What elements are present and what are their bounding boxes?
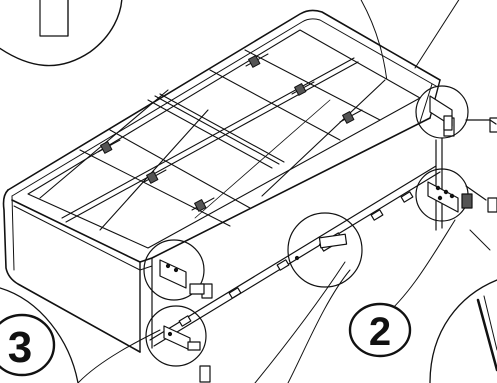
top-panel-pins	[97, 53, 363, 212]
pin-icon	[339, 109, 363, 124]
pin-icon	[245, 53, 269, 68]
detail-circle-left-lower	[145, 305, 207, 367]
pin-icon	[291, 81, 315, 96]
top-panel-grid	[27, 29, 421, 249]
large-detail-arc-bottom-right	[429, 279, 497, 383]
callout-3-label: 3	[8, 323, 32, 372]
callout-2-label: 2	[369, 310, 391, 354]
pin-icon	[191, 197, 215, 212]
detail-circle-left-upper	[143, 239, 205, 301]
large-detail-arc-bottom-left	[0, 287, 79, 383]
detail-circle-upper-right	[415, 85, 497, 139]
detail-circle-center	[287, 212, 363, 288]
pin-icon	[143, 169, 167, 184]
detail-circle-top-left	[0, 0, 123, 67]
pin-icon	[97, 139, 121, 154]
callout-3: 3	[0, 313, 56, 377]
callout-2: 2	[348, 302, 412, 358]
detail-circle-mid-right	[415, 168, 487, 222]
